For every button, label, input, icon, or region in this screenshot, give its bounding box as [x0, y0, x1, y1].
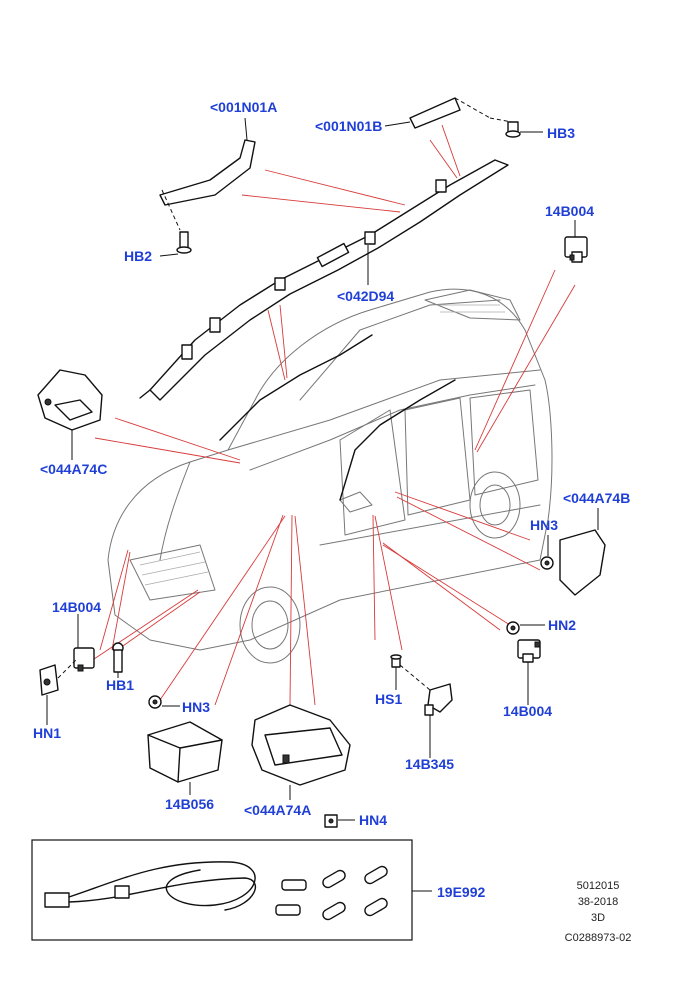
callout-HB3[interactable]: HB3	[547, 125, 575, 141]
callout-HN3-right[interactable]: HN3	[530, 517, 558, 533]
impact-sensor-left-icon	[73, 647, 95, 672]
nut-hn2-icon	[506, 621, 520, 635]
vehicle-outline-icon	[107, 288, 553, 664]
callout-19E992[interactable]: 19E992	[437, 884, 485, 900]
wiring-harness-icon	[44, 861, 257, 911]
nut-hn3-right-icon	[540, 556, 554, 570]
callout-HB2[interactable]: HB2	[124, 248, 152, 264]
callout-HN2[interactable]: HN2	[548, 617, 576, 633]
harness-kit-frame	[31, 839, 413, 941]
roof-bracket-left-icon	[159, 139, 256, 231]
impact-sensor-14b345-icon	[424, 683, 453, 716]
bolt-hb1-icon	[112, 642, 124, 673]
nut-hn3-left-icon	[148, 695, 162, 709]
knee-airbag-module-icon	[37, 369, 103, 431]
connector-plug-icon	[275, 865, 388, 921]
callout-HB1[interactable]: HB1	[106, 677, 134, 693]
bracket-hn1-icon	[39, 659, 77, 696]
callout-042D94[interactable]: <042D94	[337, 288, 394, 304]
ref-line-4: C0288973-02	[565, 932, 632, 944]
airbag-control-module-icon	[147, 721, 223, 783]
callout-044A74A[interactable]: <044A74A	[244, 802, 311, 818]
leader-lines	[84, 124, 576, 706]
curtain-airbag-installed-right	[339, 379, 456, 501]
callout-044A74B[interactable]: <044A74B	[563, 490, 630, 506]
roof-bracket-right-icon	[409, 97, 513, 129]
ref-line-3: 3D	[591, 912, 605, 924]
callout-001N01B[interactable]: <001N01B	[315, 118, 382, 134]
nut-hn4-icon	[324, 814, 338, 828]
curtain-airbag-icon	[139, 159, 509, 401]
impact-sensor-right-icon	[517, 639, 541, 663]
passenger-airbag-module-icon	[251, 704, 351, 786]
callout-14B345[interactable]: 14B345	[405, 756, 454, 772]
drawing-reference: 5012015 38-2018 3D C0288973-02	[565, 880, 632, 944]
screw-hs1-icon	[390, 654, 402, 668]
callout-HN4[interactable]: HN4	[359, 812, 387, 828]
callout-HS1[interactable]: HS1	[375, 691, 402, 707]
impact-sensor-top-icon	[564, 236, 588, 263]
ref-line-2: 38-2018	[578, 896, 618, 908]
callout-14B056[interactable]: 14B056	[165, 796, 214, 812]
callout-14B004-left[interactable]: 14B004	[52, 599, 101, 615]
callout-001N01A[interactable]: <001N01A	[210, 99, 277, 115]
callout-14B004-right[interactable]: 14B004	[503, 703, 552, 719]
callout-044A74C[interactable]: <044A74C	[40, 461, 107, 477]
bolt-hb2-icon	[176, 231, 192, 254]
side-airbag-module-icon	[559, 529, 606, 596]
callout-HN1[interactable]: HN1	[33, 725, 61, 741]
curtain-airbag-installed-left	[219, 334, 373, 441]
bolt-hb3-icon	[505, 121, 521, 138]
callout-14B004-top[interactable]: 14B004	[545, 203, 594, 219]
ref-line-1: 5012015	[577, 880, 620, 892]
callout-HN3-left[interactable]: HN3	[182, 699, 210, 715]
